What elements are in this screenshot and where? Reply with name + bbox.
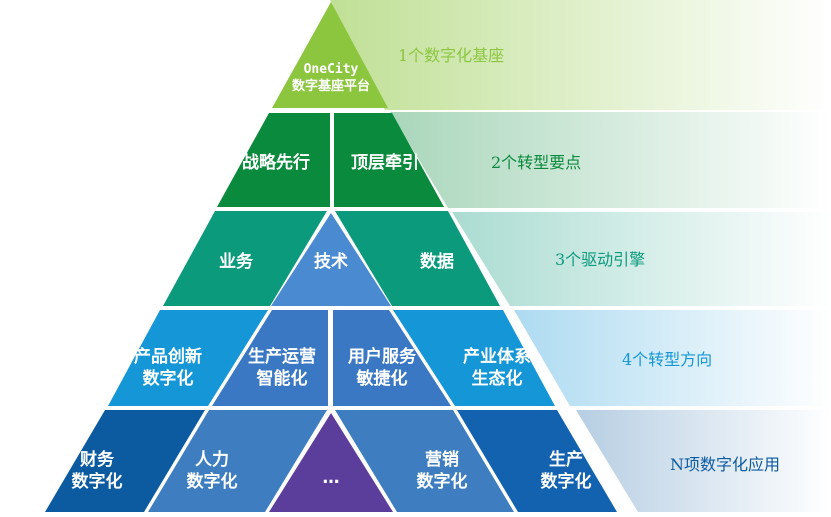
row4-block-3	[333, 310, 451, 406]
row3-right-label: 数据	[420, 252, 454, 272]
band-level4	[514, 310, 831, 406]
row5-block-1-label: 财务 数字化	[72, 449, 123, 493]
row3-center-label: 技术	[314, 252, 348, 272]
top-label-line1: OneCity	[303, 62, 359, 77]
row3-center-triangle	[271, 213, 391, 306]
top-triangle	[272, 2, 388, 108]
row4-block-4-line1: 产业体系	[463, 347, 531, 367]
row5-block-4-line1: 营销	[425, 450, 459, 470]
row3-left-label: 业务	[219, 252, 253, 272]
row4-block-1	[108, 310, 268, 406]
row4-block-2-line1: 生产运营	[248, 347, 316, 367]
row4-block-1-label: 产品创新 数字化	[134, 346, 202, 390]
row5-block-2-label: 人力 数字化	[187, 449, 238, 493]
row5-block-2	[148, 410, 327, 512]
row2-left-label: 战略先行	[242, 153, 310, 173]
row4-block-4-line2: 生态化	[471, 369, 523, 389]
row4-block-3-label: 用户服务 敏捷化	[348, 346, 416, 390]
caption-level2: 2个转型要点	[491, 153, 582, 172]
top-label-line2: 数字基座平台	[291, 79, 371, 94]
band-level3	[452, 212, 831, 306]
row5-center-triangle	[269, 413, 393, 512]
row5-block-5-line2: 数字化	[540, 472, 592, 492]
row5-block-5-line1: 生产	[549, 450, 583, 470]
caption-level4: 4个转型方向	[622, 350, 713, 369]
row4-block-1-line1: 产品创新	[134, 347, 202, 367]
row5-block-2-line1: 人力	[195, 450, 229, 470]
row5-block-2-line2: 数字化	[186, 472, 238, 492]
row5-block-5-label: 生产 数字化	[541, 449, 592, 493]
top-label: OneCity 数字基座平台	[292, 61, 370, 95]
row4-block-3-line1: 用户服务	[348, 347, 416, 367]
band-level1	[330, 0, 831, 110]
row4-block-2-label: 生产运营 智能化	[248, 346, 316, 390]
row4-block-2-line2: 智能化	[256, 369, 308, 389]
row5-block-4-line2: 数字化	[416, 472, 468, 492]
band-level5	[576, 410, 831, 512]
row4-block-1-line2: 数字化	[142, 369, 194, 389]
row4-block-4-label: 产业体系 生态化	[463, 346, 531, 390]
row5-center-label: …	[322, 468, 340, 488]
row5-block-1-line2: 数字化	[71, 472, 123, 492]
row5-block-4	[335, 410, 514, 512]
row2-left-block	[217, 113, 330, 207]
row2-right-label: 顶层牵引	[351, 153, 419, 173]
row5-block-1	[45, 410, 205, 512]
row5-block-4-label: 营销 数字化	[417, 449, 468, 493]
row5-block-5	[457, 410, 617, 512]
row4-block-2	[212, 310, 328, 406]
caption-level1: 1个数字化基座	[398, 46, 505, 65]
caption-level3: 3个驱动引擎	[555, 250, 646, 269]
row3-left-block	[163, 211, 327, 306]
row3-right-block	[335, 211, 500, 306]
caption-level5: N项数字化应用	[670, 455, 781, 474]
row4-block-4	[393, 310, 555, 406]
band-level2	[390, 112, 831, 208]
row5-block-1-line1: 财务	[80, 450, 114, 470]
row2-right-block	[334, 113, 444, 207]
row4-block-3-line2: 敏捷化	[356, 369, 408, 389]
